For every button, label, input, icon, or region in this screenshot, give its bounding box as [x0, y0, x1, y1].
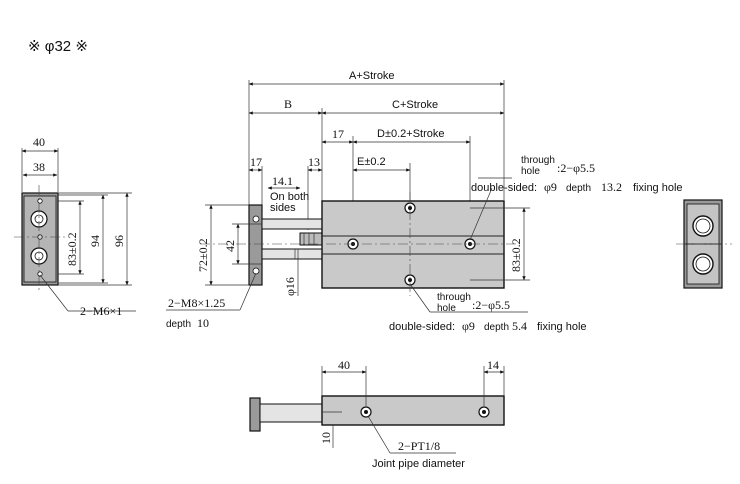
- rod-nut: [299, 232, 323, 246]
- dim-b: B: [284, 97, 292, 111]
- label-depth-val: 10: [197, 316, 209, 330]
- label-pt: 2−PT1/8: [398, 439, 440, 453]
- dim-13: 13: [308, 155, 320, 169]
- dim-94: 94: [88, 235, 102, 247]
- note-top-ds: double-sided:: [471, 182, 537, 194]
- note-top-spec: :2−φ5.5: [557, 161, 595, 175]
- note-bot-fix: fixing hole: [537, 321, 587, 333]
- note-top-phi: φ9: [544, 180, 557, 194]
- note-bot-ds: double-sided:: [389, 321, 455, 333]
- dim-38: 38: [33, 160, 45, 174]
- note-bot-spec: :2−φ5.5: [472, 298, 510, 312]
- dim-a-stroke: A+Stroke: [349, 70, 395, 82]
- dim-83-left: 83±0.2: [65, 232, 79, 266]
- note-top-through: through: [521, 155, 555, 166]
- note-on-both: On both: [270, 191, 309, 203]
- dim-17-left: 17: [250, 155, 262, 169]
- dim-d-stroke: D±0.2+Stroke: [377, 128, 445, 140]
- dim-42: 42: [223, 240, 237, 252]
- note-bot-hole: hole: [437, 303, 456, 314]
- dim-72: 72±0.2: [196, 238, 210, 272]
- note-top-depthval: 13.2: [601, 180, 622, 194]
- note-bot-phi: φ9: [462, 319, 475, 333]
- label-m8: 2−M8×1.25: [168, 296, 225, 310]
- note-top-depth: depth: [566, 183, 591, 194]
- bottom-body: [321, 395, 505, 426]
- rod-upper: [261, 218, 323, 230]
- bottom-end-plate: [249, 397, 261, 432]
- dim-bottom-14: 14: [487, 358, 499, 372]
- dim-83-right: 83±0.2: [509, 238, 523, 272]
- note-sides: sides: [270, 202, 296, 214]
- note-bot-depthval: 5.4: [512, 319, 527, 333]
- bottom-view: 40 14 10 2−PT1/8 Joint pipe diameter: [249, 358, 505, 470]
- bottom-rod: [259, 403, 323, 423]
- dim-96: 96: [112, 235, 126, 247]
- left-end-view: 40 38 83±0.2 94 96 2−M6×1: [14, 135, 136, 318]
- note-top-hole: hole: [521, 166, 540, 177]
- dim-bottom-40: 40: [338, 358, 350, 372]
- dim-e: E±0.2: [357, 156, 386, 168]
- label-depth-word: depth: [166, 319, 191, 330]
- dim-c-stroke: C+Stroke: [392, 99, 438, 111]
- dim-40: 40: [33, 135, 45, 149]
- note-top-fix: fixing hole: [633, 182, 683, 194]
- page-title: ※ φ32 ※: [28, 38, 88, 55]
- right-end-view: [676, 199, 732, 289]
- main-view: A+Stroke B C+Stroke 17 D±0.2+Stroke E±0.…: [166, 70, 683, 333]
- note-bot-depth: depth: [484, 322, 509, 333]
- dim-17-top: 17: [332, 127, 344, 141]
- dim-14-1: 14.1: [272, 174, 293, 188]
- end-plate: [248, 204, 263, 286]
- label-joint: Joint pipe diameter: [372, 458, 465, 470]
- dim-phi16: φ16: [283, 277, 297, 296]
- label-m6: 2−M6×1: [80, 304, 122, 318]
- rod-lower: [261, 248, 323, 260]
- note-bot-through: through: [437, 292, 471, 303]
- dim-bottom-10: 10: [319, 432, 333, 444]
